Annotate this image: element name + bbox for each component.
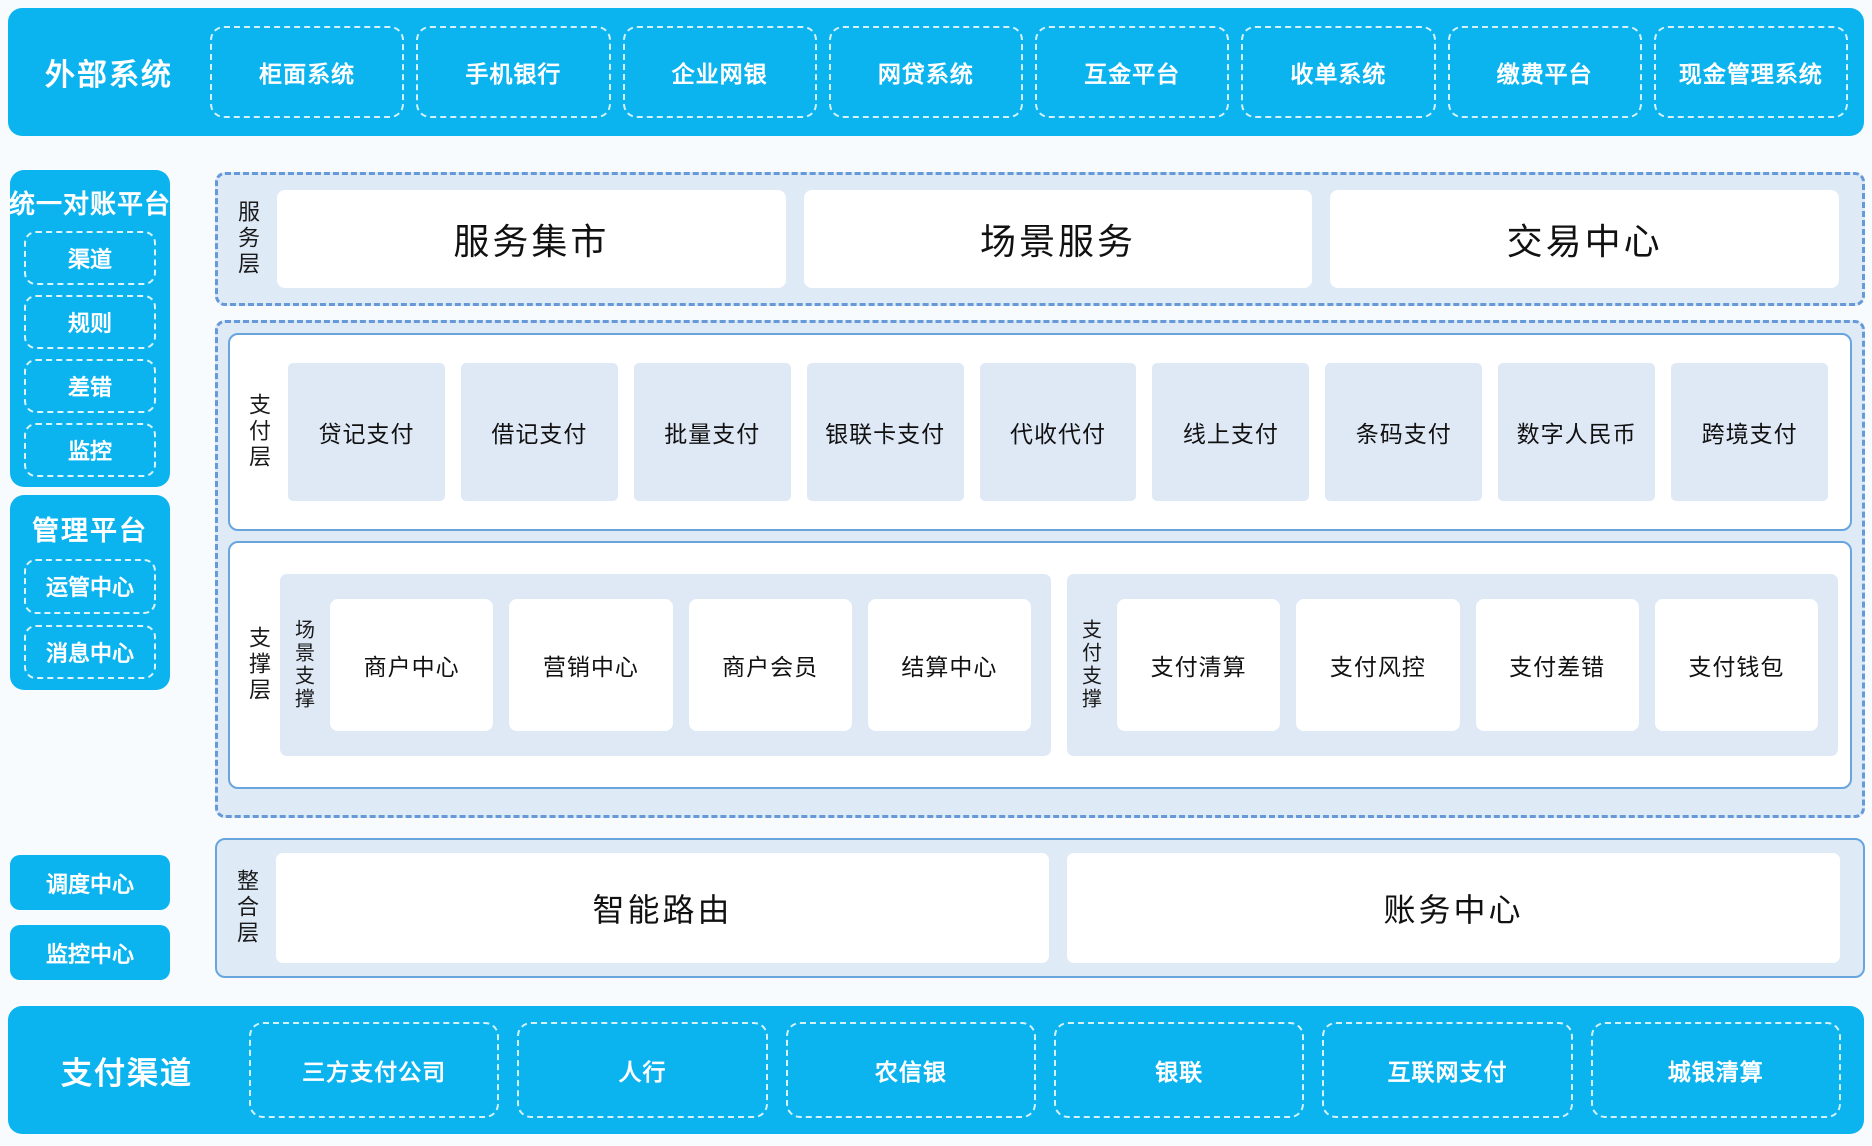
payment-channel-chip-third-party[interactable]: 三方支付公司 bbox=[249, 1022, 500, 1118]
payment-layer: 支付层 贷记支付 借记支付 批量支付 银联卡支付 代收代付 线上支付 条码支付 … bbox=[228, 333, 1852, 531]
service-layer-label: 服务层 bbox=[235, 200, 260, 278]
sidebar-item-channel[interactable]: 渠道 bbox=[24, 231, 156, 285]
payment-card-online-payment[interactable]: 线上支付 bbox=[1152, 363, 1310, 501]
support-group-scenario: 场景支撑 商户中心 营销中心 商户会员 结算中心 bbox=[280, 574, 1051, 756]
external-system-chip-online-loan[interactable]: 网贷系统 bbox=[828, 26, 1023, 118]
payment-channels-title: 支付渠道 bbox=[61, 1055, 193, 1091]
payment-card-unionpay-card[interactable]: 银联卡支付 bbox=[806, 363, 964, 501]
payment-card-collection-disbursement[interactable]: 代收代付 bbox=[979, 363, 1137, 501]
payment-card-batch-payment[interactable]: 批量支付 bbox=[633, 363, 791, 501]
service-card-scenario-service[interactable]: 场景服务 bbox=[803, 190, 1313, 288]
support-group-payment-label: 支付支撑 bbox=[1078, 619, 1101, 711]
sidebar-item-dispatch-center[interactable]: 调度中心 bbox=[10, 855, 170, 910]
support-layer-label: 支撑层 bbox=[246, 626, 271, 704]
external-system-chip-payment-platform[interactable]: 缴费平台 bbox=[1447, 26, 1642, 118]
payment-layer-card-list: 贷记支付 借记支付 批量支付 银联卡支付 代收代付 线上支付 条码支付 数字人民… bbox=[280, 363, 1836, 501]
payment-card-credit-payment[interactable]: 贷记支付 bbox=[288, 363, 445, 501]
service-card-transaction-center[interactable]: 交易中心 bbox=[1330, 190, 1840, 288]
support-card-payment-risk-control[interactable]: 支付风控 bbox=[1296, 599, 1460, 731]
external-system-chip-mobile-bank[interactable]: 手机银行 bbox=[416, 26, 611, 118]
integration-layer: 整合层 智能路由 账务中心 bbox=[215, 838, 1865, 978]
payment-channels-chip-list: 三方支付公司 人行 农信银 银联 互联网支付 城银清算 bbox=[240, 1022, 1850, 1118]
support-group-payment: 支付支撑 支付清算 支付风控 支付差错 支付钱包 bbox=[1067, 574, 1838, 756]
external-systems-chip-list: 柜面系统 手机银行 企业网银 网贷系统 互金平台 收单系统 缴费平台 现金管理系… bbox=[204, 26, 1854, 118]
external-system-chip-internet-finance[interactable]: 互金平台 bbox=[1035, 26, 1230, 118]
service-layer-card-list: 服务集市 场景服务 交易中心 bbox=[268, 190, 1848, 288]
sidebar-item-monitoring-center[interactable]: 监控中心 bbox=[10, 925, 170, 980]
sidebar-item-rule[interactable]: 规则 bbox=[24, 295, 156, 349]
support-group-scenario-card-list: 商户中心 营销中心 商户会员 结算中心 bbox=[322, 599, 1039, 731]
support-layer: 支撑层 场景支撑 商户中心 营销中心 商户会员 结算中心 支付支撑 支付清算 bbox=[228, 541, 1852, 789]
payment-card-digital-rmb[interactable]: 数字人民币 bbox=[1498, 363, 1656, 501]
support-card-payment-error[interactable]: 支付差错 bbox=[1475, 599, 1639, 731]
support-group-payment-card-list: 支付清算 支付风控 支付差错 支付钱包 bbox=[1109, 599, 1826, 731]
support-card-payment-wallet[interactable]: 支付钱包 bbox=[1654, 599, 1818, 731]
external-system-chip-corporate-bank[interactable]: 企业网银 bbox=[622, 26, 817, 118]
support-card-merchant-member[interactable]: 商户会员 bbox=[688, 599, 852, 731]
integration-layer-label: 整合层 bbox=[234, 869, 259, 947]
payment-channel-chip-rural-credit[interactable]: 农信银 bbox=[785, 1022, 1036, 1118]
external-systems-title: 外部系统 bbox=[45, 59, 173, 92]
sidebar-panel-reconciliation: 统一对账平台 渠道 规则 差错 监控 bbox=[9, 170, 172, 487]
integration-card-accounting-center[interactable]: 账务中心 bbox=[1067, 853, 1840, 963]
payment-channels-bar: 支付渠道 三方支付公司 人行 农信银 银联 互联网支付 城银清算 bbox=[8, 1006, 1864, 1134]
external-system-chip-cash-management[interactable]: 现金管理系统 bbox=[1653, 26, 1848, 118]
service-card-service-market[interactable]: 服务集市 bbox=[277, 190, 786, 288]
payment-channel-chip-unionpay[interactable]: 银联 bbox=[1053, 1022, 1305, 1118]
sidebar-item-message-center[interactable]: 消息中心 bbox=[24, 624, 156, 679]
sidebar-panel-management: 管理平台 运管中心 消息中心 bbox=[10, 495, 170, 690]
sidebar-item-monitor[interactable]: 监控 bbox=[24, 423, 156, 477]
sidebar-panel-management-title: 管理平台 bbox=[32, 516, 148, 546]
support-card-payment-clearing[interactable]: 支付清算 bbox=[1117, 599, 1281, 731]
external-system-chip-acquiring[interactable]: 收单系统 bbox=[1241, 26, 1436, 118]
support-layer-group-list: 场景支撑 商户中心 营销中心 商户会员 结算中心 支付支撑 支付清算 支付风控 … bbox=[280, 574, 1838, 756]
external-systems-bar: 外部系统 柜面系统 手机银行 企业网银 网贷系统 互金平台 收单系统 缴费平台 … bbox=[8, 8, 1864, 136]
payment-channel-chip-internet-payment[interactable]: 互联网支付 bbox=[1322, 1022, 1573, 1118]
support-card-marketing-center[interactable]: 营销中心 bbox=[509, 599, 673, 731]
payment-channel-chip-city-bank-clearing[interactable]: 城银清算 bbox=[1590, 1022, 1841, 1118]
sidebar-item-operations-center[interactable]: 运管中心 bbox=[24, 559, 156, 614]
external-system-chip-counter[interactable]: 柜面系统 bbox=[210, 26, 405, 118]
core-layers-wrapper: 支付层 贷记支付 借记支付 批量支付 银联卡支付 代收代付 线上支付 条码支付 … bbox=[215, 320, 1865, 818]
support-card-settlement-center[interactable]: 结算中心 bbox=[867, 599, 1031, 731]
support-group-scenario-label: 场景支撑 bbox=[291, 619, 314, 711]
sidebar-item-error[interactable]: 差错 bbox=[24, 359, 156, 413]
sidebar-panel-reconciliation-title: 统一对账平台 bbox=[9, 189, 172, 219]
integration-card-smart-routing[interactable]: 智能路由 bbox=[276, 853, 1049, 963]
payment-card-debit-payment[interactable]: 借记支付 bbox=[460, 363, 618, 501]
payment-layer-label: 支付层 bbox=[246, 393, 271, 471]
payment-channel-chip-pboc[interactable]: 人行 bbox=[517, 1022, 768, 1118]
service-layer: 服务层 服务集市 场景服务 交易中心 bbox=[215, 172, 1865, 306]
payment-card-cross-border[interactable]: 跨境支付 bbox=[1671, 363, 1829, 501]
integration-layer-card-list: 智能路由 账务中心 bbox=[267, 853, 1849, 963]
support-card-merchant-center[interactable]: 商户中心 bbox=[330, 599, 494, 731]
payment-card-barcode-payment[interactable]: 条码支付 bbox=[1325, 363, 1483, 501]
